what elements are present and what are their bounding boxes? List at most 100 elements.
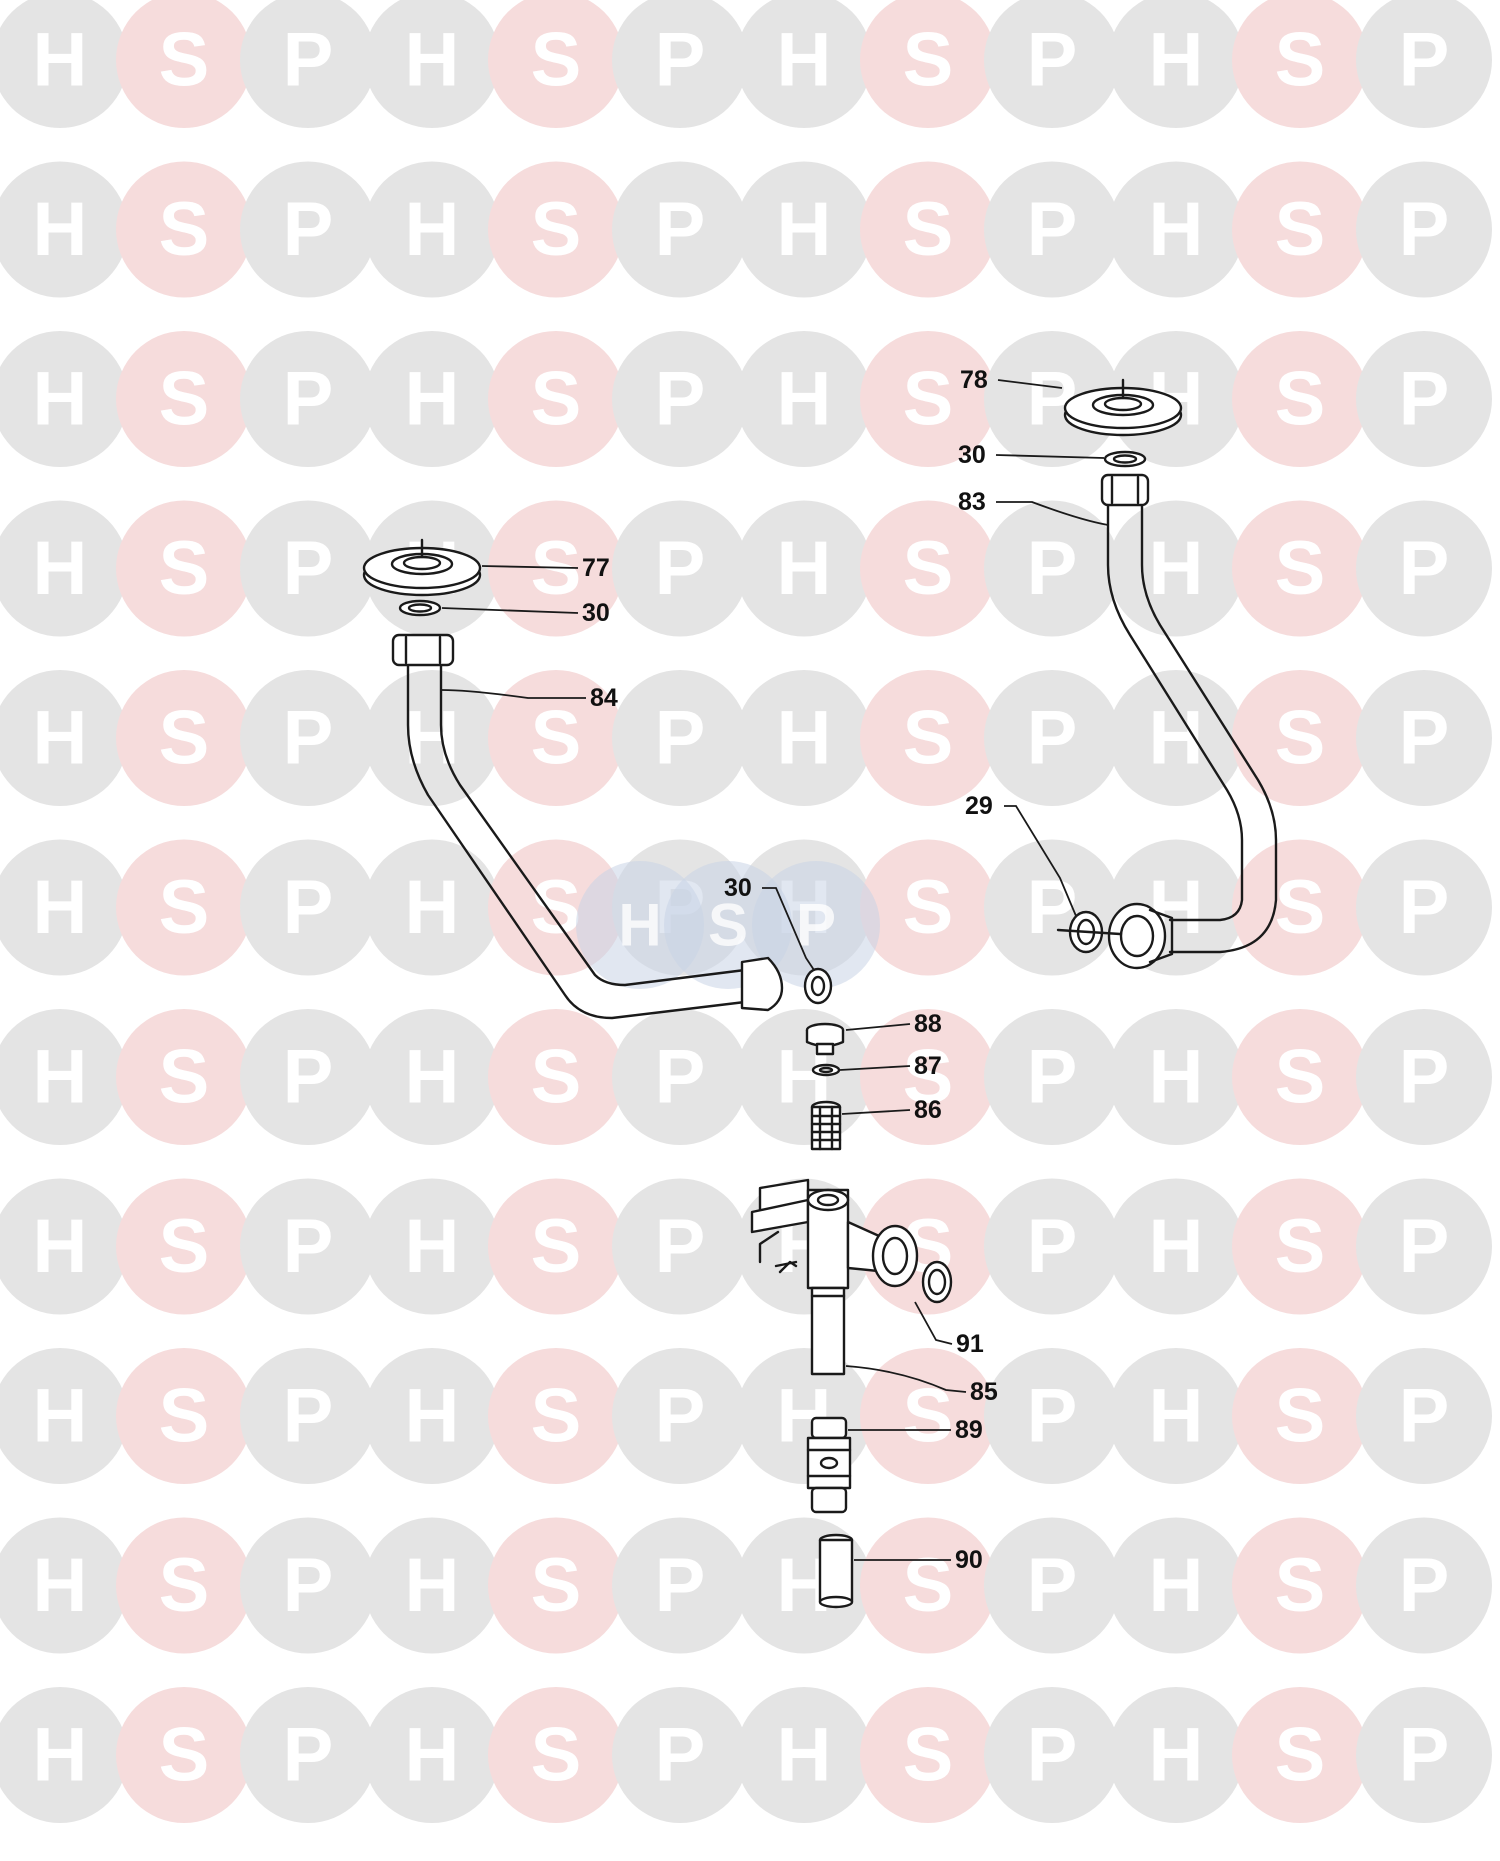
watermark-letter: S [1275, 1374, 1326, 1459]
watermark-circle [612, 1687, 748, 1823]
watermark-circle [612, 670, 748, 806]
watermark-circle [1108, 1517, 1244, 1654]
watermark-circle [612, 331, 748, 467]
watermark-letter: S [531, 1713, 582, 1798]
watermark-circle [1108, 1178, 1244, 1315]
callout-label-30-center[interactable]: 30 [724, 874, 752, 902]
watermark-circle [984, 1687, 1120, 1823]
watermark-letter: S [903, 357, 954, 442]
watermark-letter: P [1027, 526, 1078, 611]
watermark-letter: P [655, 526, 706, 611]
watermark-circle [364, 0, 500, 128]
watermark-circle [1356, 1687, 1492, 1823]
watermark-letter: P [283, 357, 334, 442]
leader-line-30-right [995, 454, 1105, 459]
watermark-circle [116, 331, 252, 467]
callout-label-90[interactable]: 90 [955, 1546, 983, 1574]
watermark-circle [364, 1009, 500, 1145]
watermark-letter: H [33, 526, 88, 611]
watermark-circle [860, 1517, 996, 1654]
watermark-letter: H [1149, 1374, 1204, 1459]
watermark-letter: P [283, 1204, 334, 1289]
callout-label-91[interactable]: 91 [956, 1330, 984, 1358]
callout-label-30-left[interactable]: 30 [582, 599, 610, 627]
watermark-letter: S [531, 18, 582, 103]
callout-label-85[interactable]: 85 [970, 1378, 998, 1406]
callout-label-86[interactable]: 86 [914, 1096, 942, 1124]
watermark-circle [1108, 1687, 1244, 1823]
watermark-circle [116, 0, 252, 128]
watermark-letter: H [405, 1713, 460, 1798]
callout-label-89[interactable]: 89 [955, 1416, 983, 1444]
watermark-center-circle [664, 861, 792, 989]
watermark-letter: P [283, 1035, 334, 1120]
part-77-flange [362, 538, 482, 597]
callout-label-84[interactable]: 84 [590, 684, 618, 712]
watermark-pattern: HSPHSPHSPHSPHSPHSPHSPHSPHSPHSPHSPHSPHSPH… [0, 0, 1492, 1823]
leader-line-77 [481, 565, 579, 569]
watermark-letter: S [159, 1204, 210, 1289]
part-91-union [871, 1224, 953, 1304]
part-85-pipe [810, 1286, 846, 1376]
watermark-letter: P [1399, 1204, 1450, 1289]
watermark-center-letter: P [796, 892, 836, 959]
watermark-circle [1232, 1009, 1368, 1145]
watermark-letter: P [1399, 357, 1450, 442]
watermark-letter: H [1149, 1204, 1204, 1289]
watermark-letter: S [531, 1035, 582, 1120]
watermark-circle [1356, 1178, 1492, 1315]
callout-label-78[interactable]: 78 [960, 366, 988, 394]
watermark-letter: H [1149, 18, 1204, 103]
part-30-washer-center [803, 967, 833, 1005]
callout-label-77[interactable]: 77 [582, 554, 610, 582]
watermark-letter: P [1399, 696, 1450, 781]
watermark-letter: S [1275, 1204, 1326, 1289]
callout-label-88[interactable]: 88 [914, 1010, 942, 1038]
watermark-letter: P [655, 187, 706, 272]
watermark-letter: P [1399, 1374, 1450, 1459]
callout-label-30-right[interactable]: 30 [958, 441, 986, 469]
watermark-circle [736, 331, 872, 467]
watermark-circle [0, 0, 128, 128]
watermark-circle [736, 500, 872, 637]
watermark-circle [1232, 0, 1368, 128]
watermark-circle [1108, 0, 1244, 128]
part-86-filter [810, 1100, 842, 1151]
watermark-circle [1232, 670, 1368, 806]
watermark-circle [240, 839, 376, 976]
watermark-circle [364, 839, 500, 976]
part-30-washer-right [1103, 450, 1147, 468]
watermark-circle [1108, 1348, 1244, 1484]
watermark-circle [1356, 0, 1492, 128]
watermark-circle [240, 331, 376, 467]
leader-line-88 [845, 1023, 911, 1031]
leader-line-83 [996, 501, 1109, 526]
watermark-circle [364, 1687, 500, 1823]
watermark-circle [116, 670, 252, 806]
watermark-letter: S [531, 357, 582, 442]
watermark-letter: S [903, 1035, 954, 1120]
watermark-letter: P [1399, 1713, 1450, 1798]
watermark-letter: S [531, 1543, 582, 1628]
watermark-circle [240, 500, 376, 637]
watermark-letter: P [283, 1713, 334, 1798]
watermark-letter: P [283, 18, 334, 103]
watermark-circle [1232, 331, 1368, 467]
watermark-circle [1232, 500, 1368, 637]
watermark-letter: H [777, 18, 832, 103]
watermark-circle [0, 500, 128, 637]
leader-line-86 [841, 1109, 911, 1115]
watermark-circle [984, 0, 1120, 128]
part-87-washer [811, 1063, 841, 1077]
watermark-circle [860, 161, 996, 298]
callout-label-87[interactable]: 87 [914, 1052, 942, 1080]
callout-label-83[interactable]: 83 [958, 488, 986, 516]
callout-label-29[interactable]: 29 [965, 792, 993, 820]
watermark-letter: P [655, 1713, 706, 1798]
watermark-circle [488, 1687, 624, 1823]
watermark-circle [1356, 331, 1492, 467]
watermark-letter: S [1275, 1713, 1326, 1798]
watermark-letter: S [531, 1204, 582, 1289]
watermark-letter: P [1399, 526, 1450, 611]
watermark-circle [1356, 1348, 1492, 1484]
